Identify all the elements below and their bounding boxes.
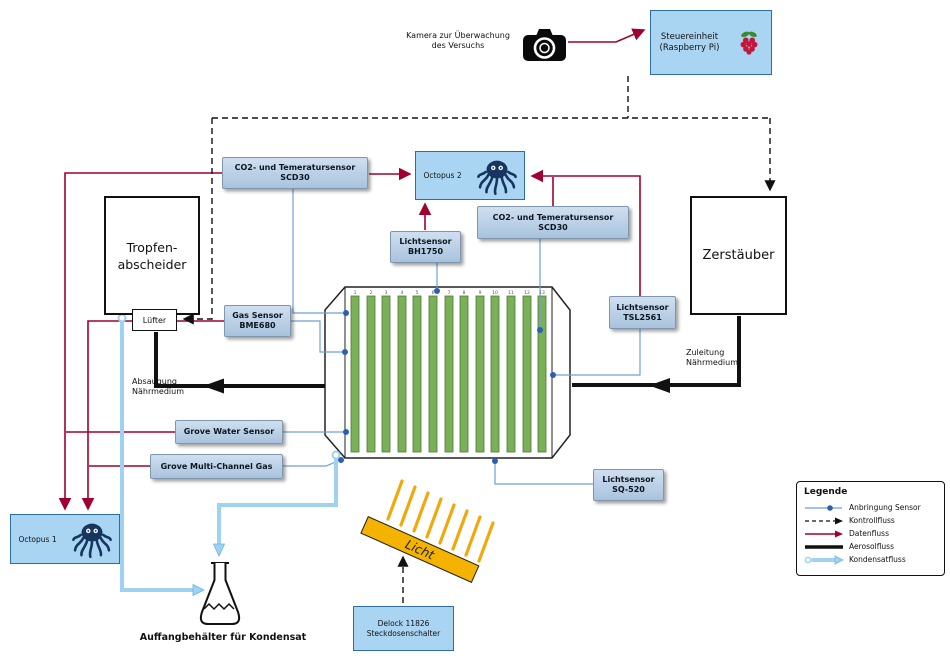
fan-box: Lüfter	[132, 309, 177, 331]
data-flow-lines	[58, 28, 646, 511]
condensate-arrow-1	[192, 583, 205, 597]
octopus1-box: Octopus 1	[10, 514, 120, 564]
octopus2-box: Octopus 2	[415, 151, 525, 200]
condensate-start-dot-2	[331, 450, 341, 460]
camera-icon	[523, 29, 566, 61]
control-unit-box: Steuereinheit(Raspberry Pi)	[650, 10, 772, 75]
svg-text:11: 11	[508, 290, 514, 296]
condensate-arrow-2	[212, 543, 226, 557]
aerosol-arrow-right	[649, 378, 670, 393]
aerosol-arrow-left	[203, 378, 224, 394]
aerosol-reactor-to-luefter	[154, 332, 325, 388]
legend-item-control-flow: Kontrollfluss	[804, 514, 937, 527]
light-rays	[386, 479, 495, 563]
dataflow-camera-to-controller	[568, 28, 646, 43]
octopus1-label: Octopus 1	[18, 534, 57, 544]
legend-item-condensate-flow: Kondensatfluss	[804, 553, 937, 566]
svg-text:4: 4	[401, 290, 404, 296]
octopus-icon	[71, 523, 112, 559]
legend-sample-data-line	[805, 530, 843, 537]
legend-item-aerosol-flow: Aerosolfluss	[804, 540, 937, 553]
svg-text:7: 7	[448, 290, 451, 296]
condensate-reactor-to-flask	[217, 457, 338, 544]
svg-text:9: 9	[479, 290, 482, 296]
sensor-label-grove-water: Grove Water Sensor	[175, 420, 283, 444]
legend-sample-control-line	[805, 517, 843, 524]
dataflow-tsl2561-to-octopus2	[530, 169, 641, 296]
legend-item-data-flow: Datenfluss	[804, 527, 937, 540]
aerosol-zerstaeuber-to-reactor	[572, 316, 741, 387]
sensor-attachment-lines	[283, 189, 641, 485]
svg-text:1: 1	[354, 290, 357, 296]
svg-text:10: 10	[492, 290, 498, 296]
reactor-tube-numbers: 1 2 3 4 5 6 7 8 9 10 11 12 13	[354, 290, 545, 296]
octopus2-label: Octopus 2	[423, 171, 462, 180]
svg-text:6: 6	[432, 290, 435, 296]
legend-sample-aerosol-line	[805, 544, 843, 549]
octopus-icon	[476, 160, 517, 195]
svg-text:3: 3	[385, 290, 388, 296]
condensate-flow-lines	[120, 320, 338, 592]
droplet-separator-box: Tropfen- abscheider	[104, 196, 200, 315]
legend-sample-sensor-line	[805, 504, 842, 511]
legend-title: Legende	[804, 487, 848, 497]
legend-item-sensor-attach: Anbringung Sensor	[804, 501, 937, 514]
dataflow-left-a	[58, 172, 222, 511]
aerosol-flow-lines	[154, 316, 741, 388]
flask-icon	[199, 562, 241, 625]
sensor-attachment-dots	[338, 288, 556, 464]
condensate-caption: Auffangbehälter für Kondensat	[139, 632, 307, 643]
legend: Legende Anbringung Sensor Kontrollfluss …	[796, 481, 945, 576]
control-unit-label: Steuereinheit(Raspberry Pi)	[659, 31, 720, 53]
svg-text:2: 2	[370, 290, 373, 296]
raspberry-pi-icon	[741, 31, 758, 55]
dataflow-left-b	[81, 320, 224, 511]
sensor-label-grove-gas: Grove Multi-Channel Gas	[150, 454, 283, 479]
atomizer-box: Zerstäuber	[690, 196, 787, 315]
svg-text:13: 13	[539, 290, 545, 296]
condensate-start-dot-1	[117, 313, 127, 323]
svg-text:5: 5	[416, 290, 419, 296]
svg-text:12: 12	[524, 290, 530, 296]
condensate-separator-to-flask	[120, 320, 193, 592]
control-flow-lines	[182, 76, 776, 603]
control-to-luefter	[182, 118, 213, 325]
legend-sample-condensate-line	[804, 554, 844, 565]
svg-text:8: 8	[463, 290, 466, 296]
photobioreactor: 1 2 3 4 5 6 7 8 9 10 11 12 13	[324, 286, 571, 459]
reactor-tubes	[350, 295, 547, 453]
